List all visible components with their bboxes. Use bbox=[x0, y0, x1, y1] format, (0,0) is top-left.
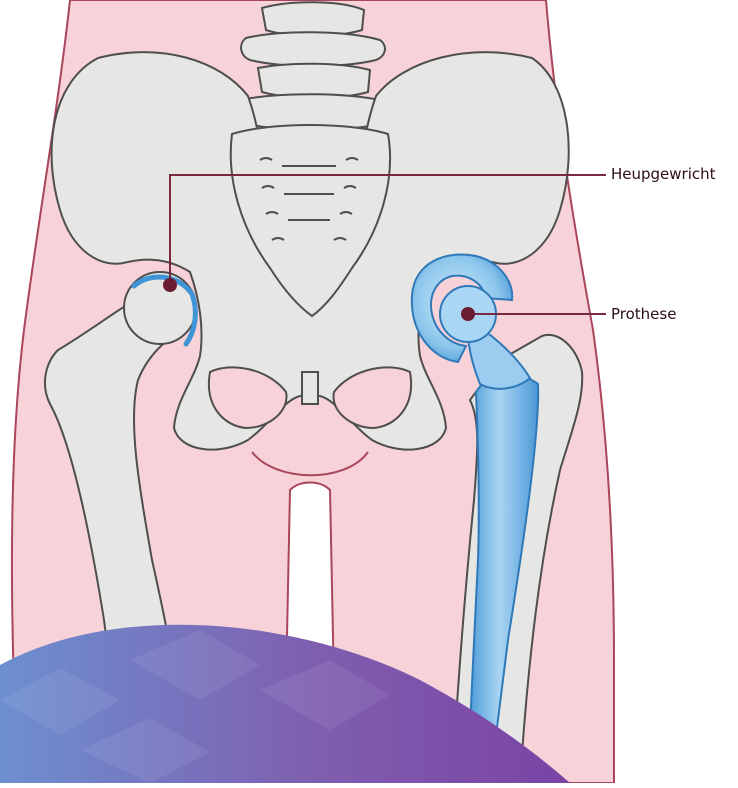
callout-dot-hip bbox=[163, 278, 177, 292]
label-hip-joint: Heupgewricht bbox=[611, 165, 716, 183]
pubic-symphysis bbox=[302, 372, 318, 404]
callout-dot-prosthesis bbox=[461, 307, 475, 321]
label-prosthesis: Prothese bbox=[611, 305, 676, 323]
